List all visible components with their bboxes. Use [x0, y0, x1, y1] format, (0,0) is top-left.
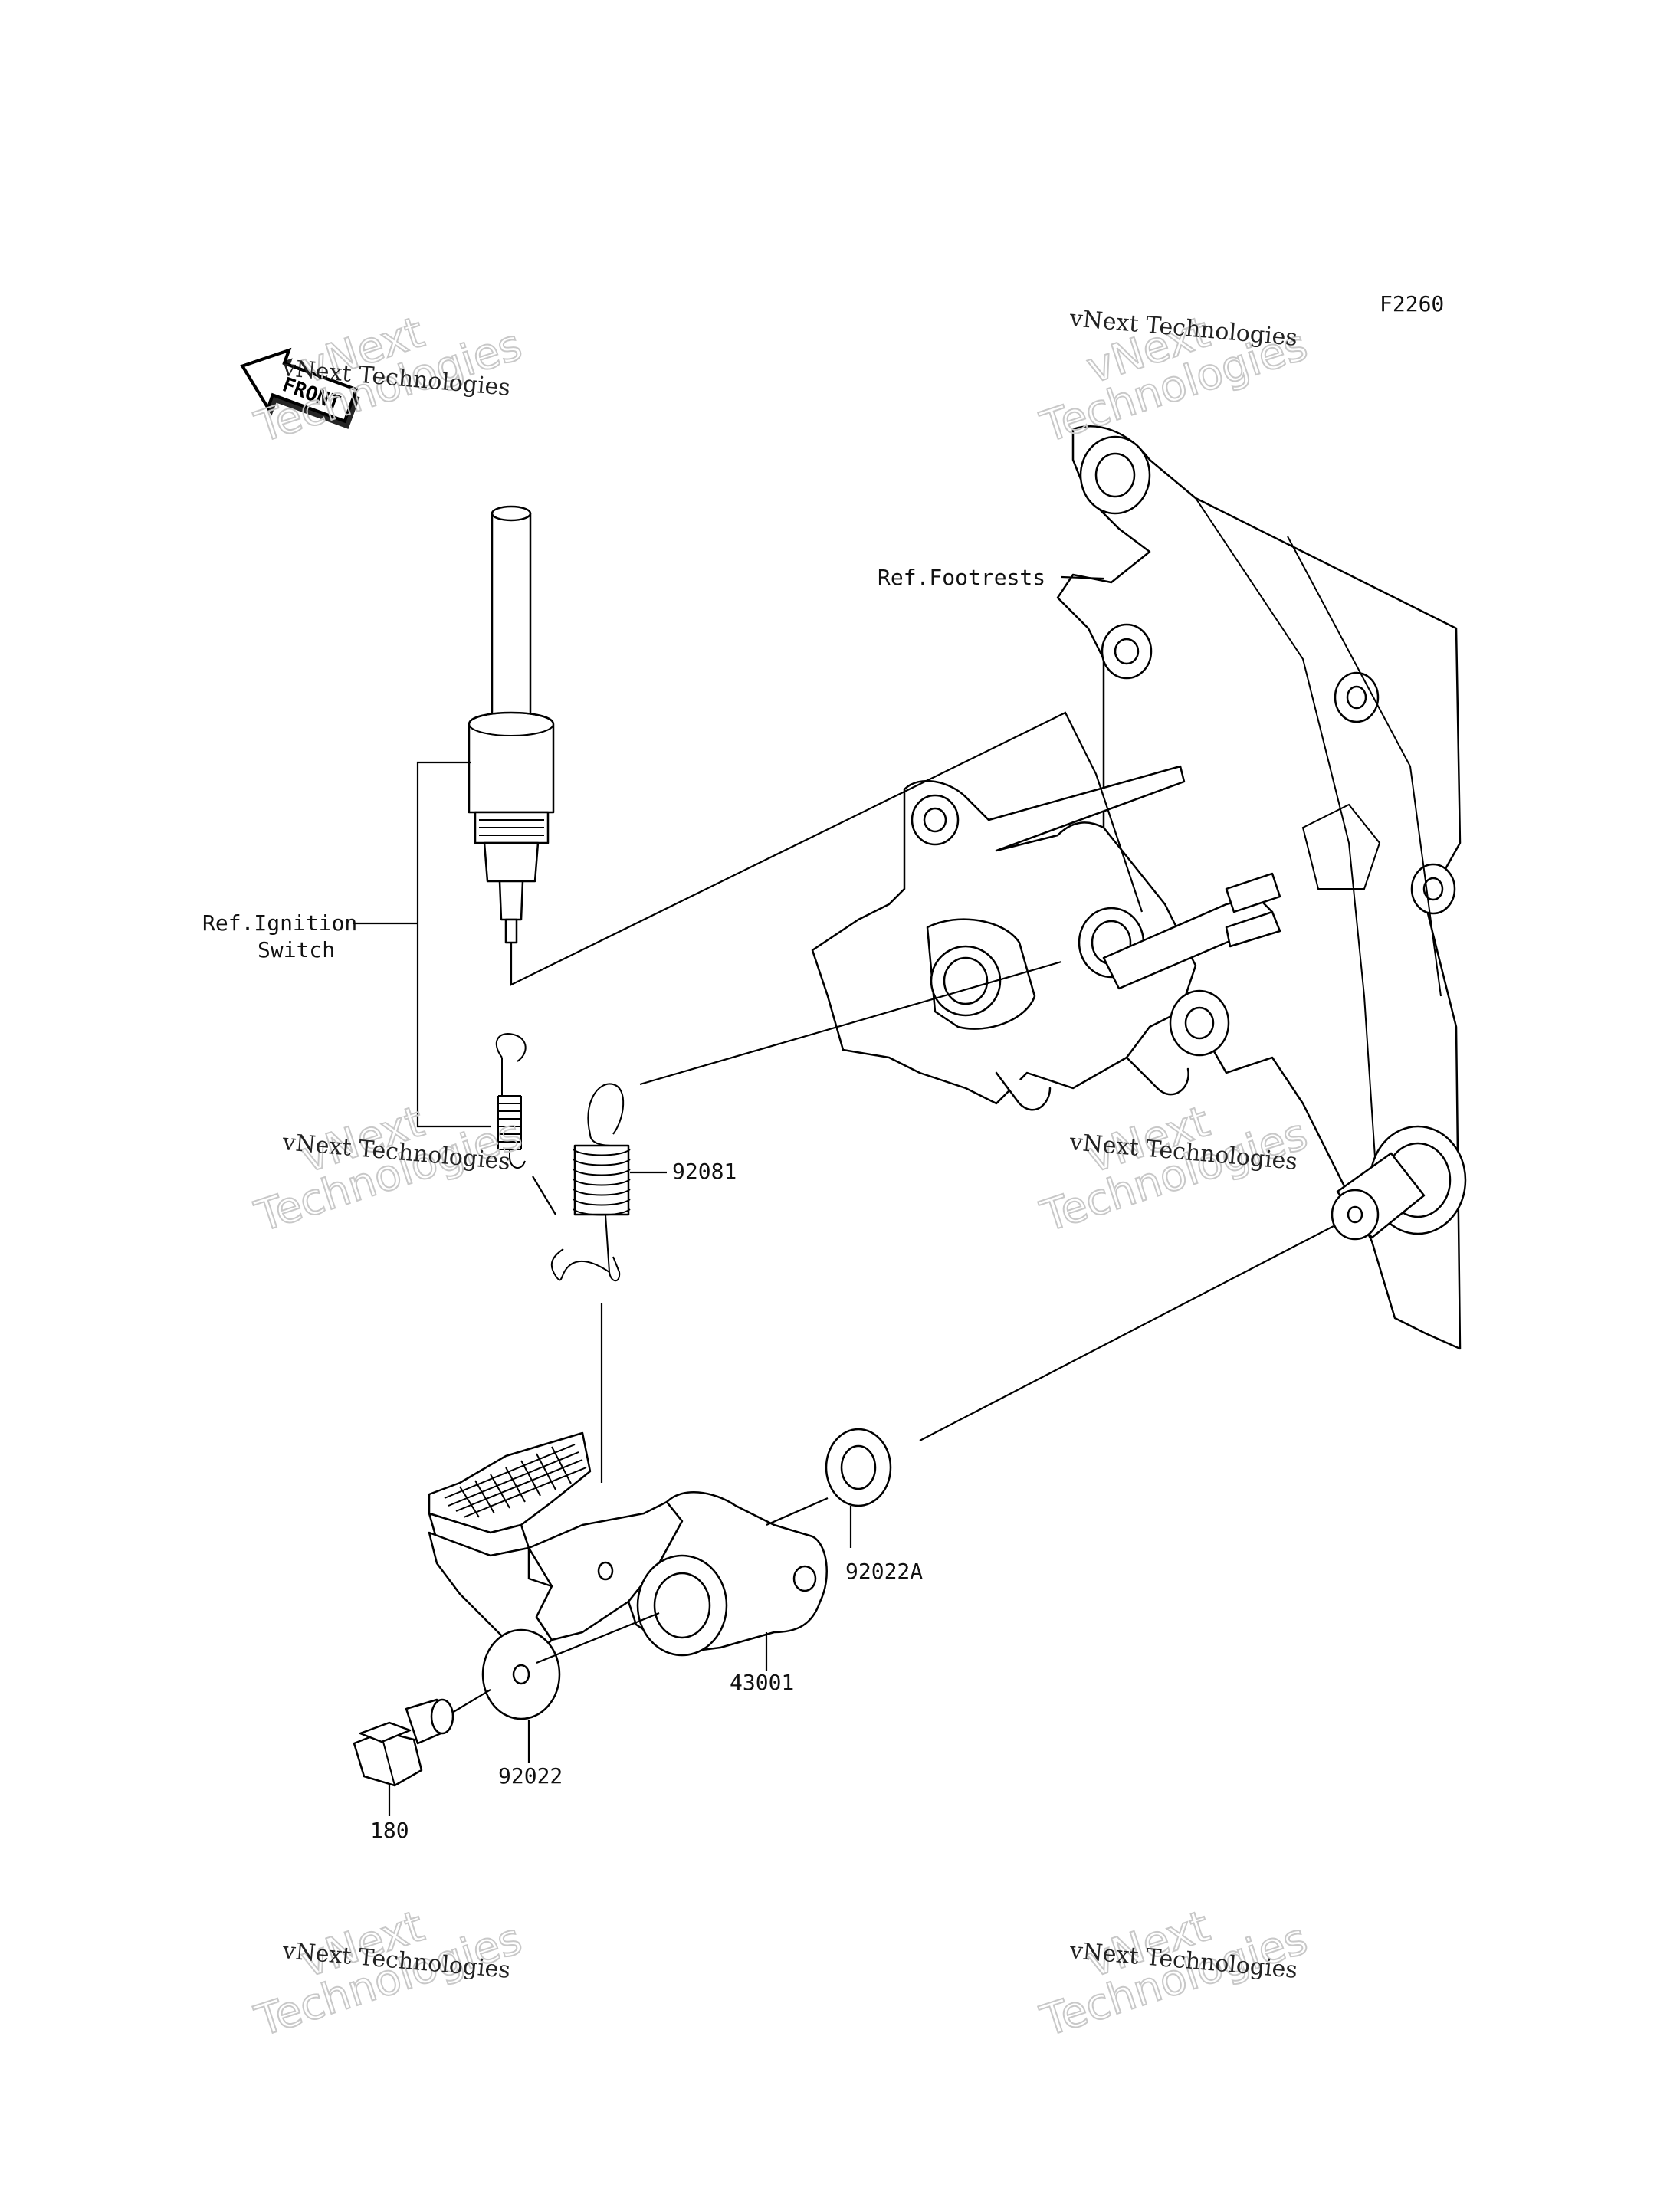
watermark-middle-left: vNext Technologies vNext Technologies	[248, 1096, 528, 1243]
label-part-92022: 92022	[498, 1763, 563, 1789]
switch-spring	[495, 1033, 527, 1169]
label-part-92081: 92081	[672, 1159, 737, 1184]
return-spring-92081	[550, 1083, 631, 1282]
bolt-180	[353, 1698, 454, 1787]
watermark-bottom-right: vNext Technologies vNext Technologies	[1034, 1900, 1314, 2048]
brake-pedal-43001	[428, 1431, 828, 1657]
label-ref-ignition: Ref.Ignition	[202, 910, 357, 936]
label-part-180: 180	[370, 1818, 409, 1843]
label-part-92022A: 92022A	[845, 1559, 923, 1584]
front-arrow-icon: FRONT	[240, 347, 360, 429]
label-part-43001: 43001	[730, 1670, 794, 1695]
assembly-lines	[451, 711, 1334, 1713]
watermark-top-right: vNext Technologies vNext Technologies	[1034, 305, 1314, 454]
washer-92022	[481, 1628, 561, 1720]
diagram-code: F2260	[1380, 291, 1444, 316]
footrest-plate	[811, 765, 1281, 1111]
washer-92022A	[825, 1428, 892, 1507]
watermark-bottom-left: vNext Technologies vNext Technologies	[248, 1900, 528, 2048]
callout-leaders	[353, 575, 1104, 1816]
label-ref-ignition-switch: Switch	[258, 937, 335, 962]
brake-light-switch	[468, 505, 555, 944]
label-ref-footrests: Ref.Footrests	[878, 565, 1045, 590]
pivot-pin	[1331, 1125, 1467, 1241]
watermark-middle-right: vNext Technologies vNext Technologies	[1034, 1096, 1314, 1243]
